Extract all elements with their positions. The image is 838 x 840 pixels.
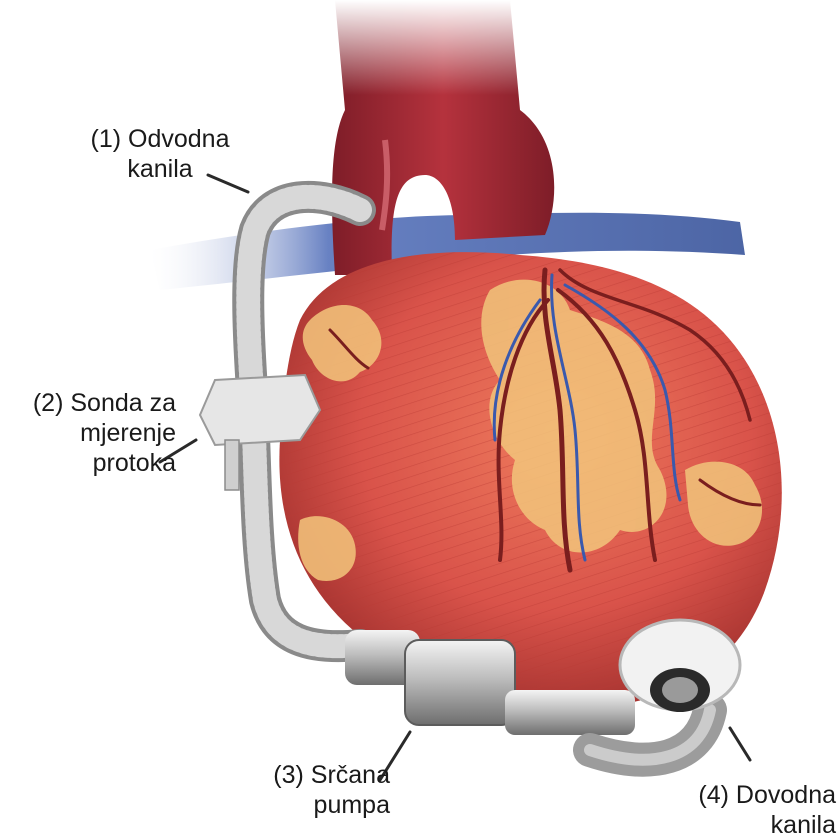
label-outflow-cannula-line1: (1) Odvodna [80, 124, 240, 154]
label-outflow-cannula-line2: kanila [80, 154, 240, 184]
label-flow-probe-line2: mjerenje [6, 418, 176, 448]
label-inflow-cannula-line2: kanila [682, 810, 836, 840]
label-inflow-cannula: (4) Dovodna kanila [682, 780, 836, 840]
label-flow-probe-line1: (2) Sonda za [6, 388, 176, 418]
label-flow-probe: (2) Sonda za mjerenje protoka [6, 388, 176, 478]
label-heart-pump-line1: (3) Srčana [220, 760, 390, 790]
leader-line-4 [730, 728, 750, 760]
label-heart-pump: (3) Srčana pumpa [220, 760, 390, 820]
label-heart-pump-line2: pumpa [220, 790, 390, 820]
label-outflow-cannula: (1) Odvodna kanila [80, 124, 240, 184]
label-inflow-cannula-line1: (4) Dovodna [682, 780, 836, 810]
label-flow-probe-line3: protoka [6, 448, 176, 478]
